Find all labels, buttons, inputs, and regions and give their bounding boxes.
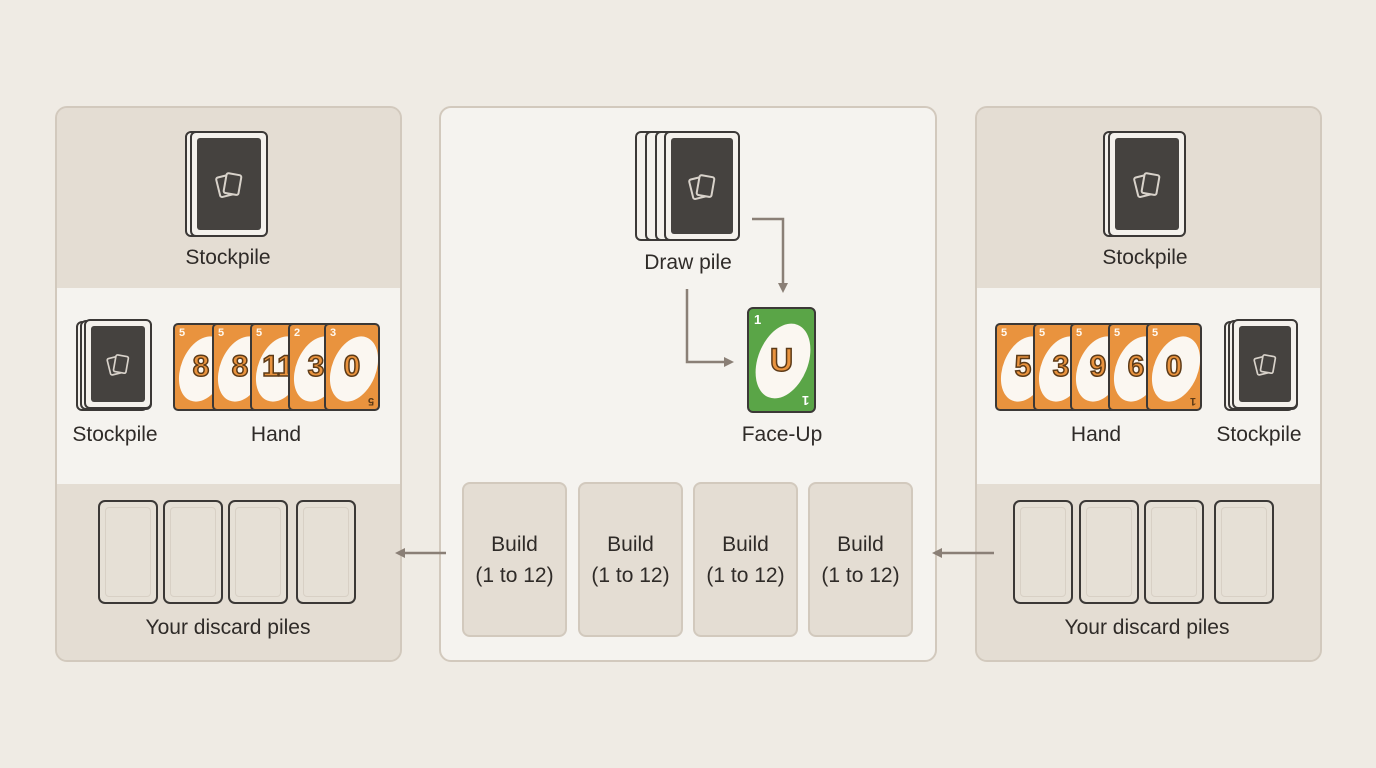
left-hand-label: Hand [250, 423, 302, 446]
right-top-stockpile-card[interactable] [1108, 131, 1186, 237]
arrow-icon [685, 289, 734, 367]
discard-pile-slot[interactable] [228, 500, 288, 604]
cards-icon [106, 354, 130, 376]
discard-pile-slot[interactable] [1144, 500, 1204, 604]
card-value: 3 [307, 349, 325, 384]
draw-pile-card[interactable] [664, 131, 740, 241]
right-discard-label: Your discard piles [1064, 616, 1230, 639]
right-hand-label: Hand [1070, 423, 1122, 446]
build-pile-title: Build [607, 532, 654, 556]
draw-pile-label: Draw pile [644, 251, 732, 274]
card-value: 8 [192, 349, 210, 384]
card-corner: 5 [1152, 327, 1159, 339]
cards-icon [1133, 172, 1161, 198]
build-pile-title: Build [491, 532, 538, 556]
build-pile[interactable]: Build (1 to 12) [808, 482, 913, 637]
card-corner: 5 [1001, 327, 1008, 339]
face-up-label: Face-Up [741, 423, 823, 446]
build-pile-title: Build [837, 532, 884, 556]
card-corner: 2 [294, 327, 301, 339]
card-corner: 1 [754, 312, 762, 327]
right-stockpile-mid-label: Stockpile [1216, 423, 1302, 446]
build-pile-range: (1 to 12) [475, 563, 554, 587]
left-stockpile-mid-label: Stockpile [72, 423, 158, 446]
card-value: 8 [231, 349, 249, 384]
right-stockpile-top-label: Stockpile [1102, 246, 1188, 269]
card-value: 9 [1089, 349, 1107, 384]
build-pile-range: (1 to 12) [821, 563, 900, 587]
discard-pile-slot[interactable] [163, 500, 223, 604]
discard-pile-slot[interactable] [1214, 500, 1274, 604]
left-discard-label: Your discard piles [145, 616, 311, 639]
discard-pile-slot[interactable] [296, 500, 356, 604]
discard-pile-slot[interactable] [1079, 500, 1139, 604]
cards-icon [1253, 354, 1277, 376]
arrow-icon [752, 217, 788, 293]
card-value: U [769, 341, 794, 379]
card-corner: 5 [256, 327, 263, 339]
cards-icon [215, 172, 243, 198]
build-pile-range: (1 to 12) [591, 563, 670, 587]
left-mid-stockpile-card[interactable] [84, 319, 152, 409]
right-mid-stockpile-card[interactable] [1232, 319, 1298, 409]
build-pile[interactable]: Build (1 to 12) [693, 482, 798, 637]
face-up-card[interactable]: U 1 1 [747, 307, 816, 413]
card-corner: 5 [1114, 327, 1121, 339]
cards-icon [688, 174, 716, 200]
discard-pile-slot[interactable] [1013, 500, 1073, 604]
card-corner: 5 [1076, 327, 1083, 339]
build-pile[interactable]: Build (1 to 12) [462, 482, 567, 637]
card-corner: 3 [330, 327, 337, 339]
left-top-stockpile-card[interactable] [190, 131, 268, 237]
card-value: 3 [1052, 349, 1070, 384]
card-corner: 5 [179, 327, 186, 339]
card-value: 5 [1014, 349, 1032, 384]
card-value: 0 [343, 349, 361, 384]
card-corner: 5 [218, 327, 225, 339]
build-pile[interactable]: Build (1 to 12) [578, 482, 683, 637]
left-stockpile-top-label: Stockpile [185, 246, 271, 269]
build-pile-range: (1 to 12) [706, 563, 785, 587]
discard-pile-slot[interactable] [98, 500, 158, 604]
card-corner: 5 [1039, 327, 1046, 339]
card-value: 6 [1127, 349, 1145, 384]
build-pile-title: Build [722, 532, 769, 556]
card-value: 0 [1165, 349, 1183, 384]
